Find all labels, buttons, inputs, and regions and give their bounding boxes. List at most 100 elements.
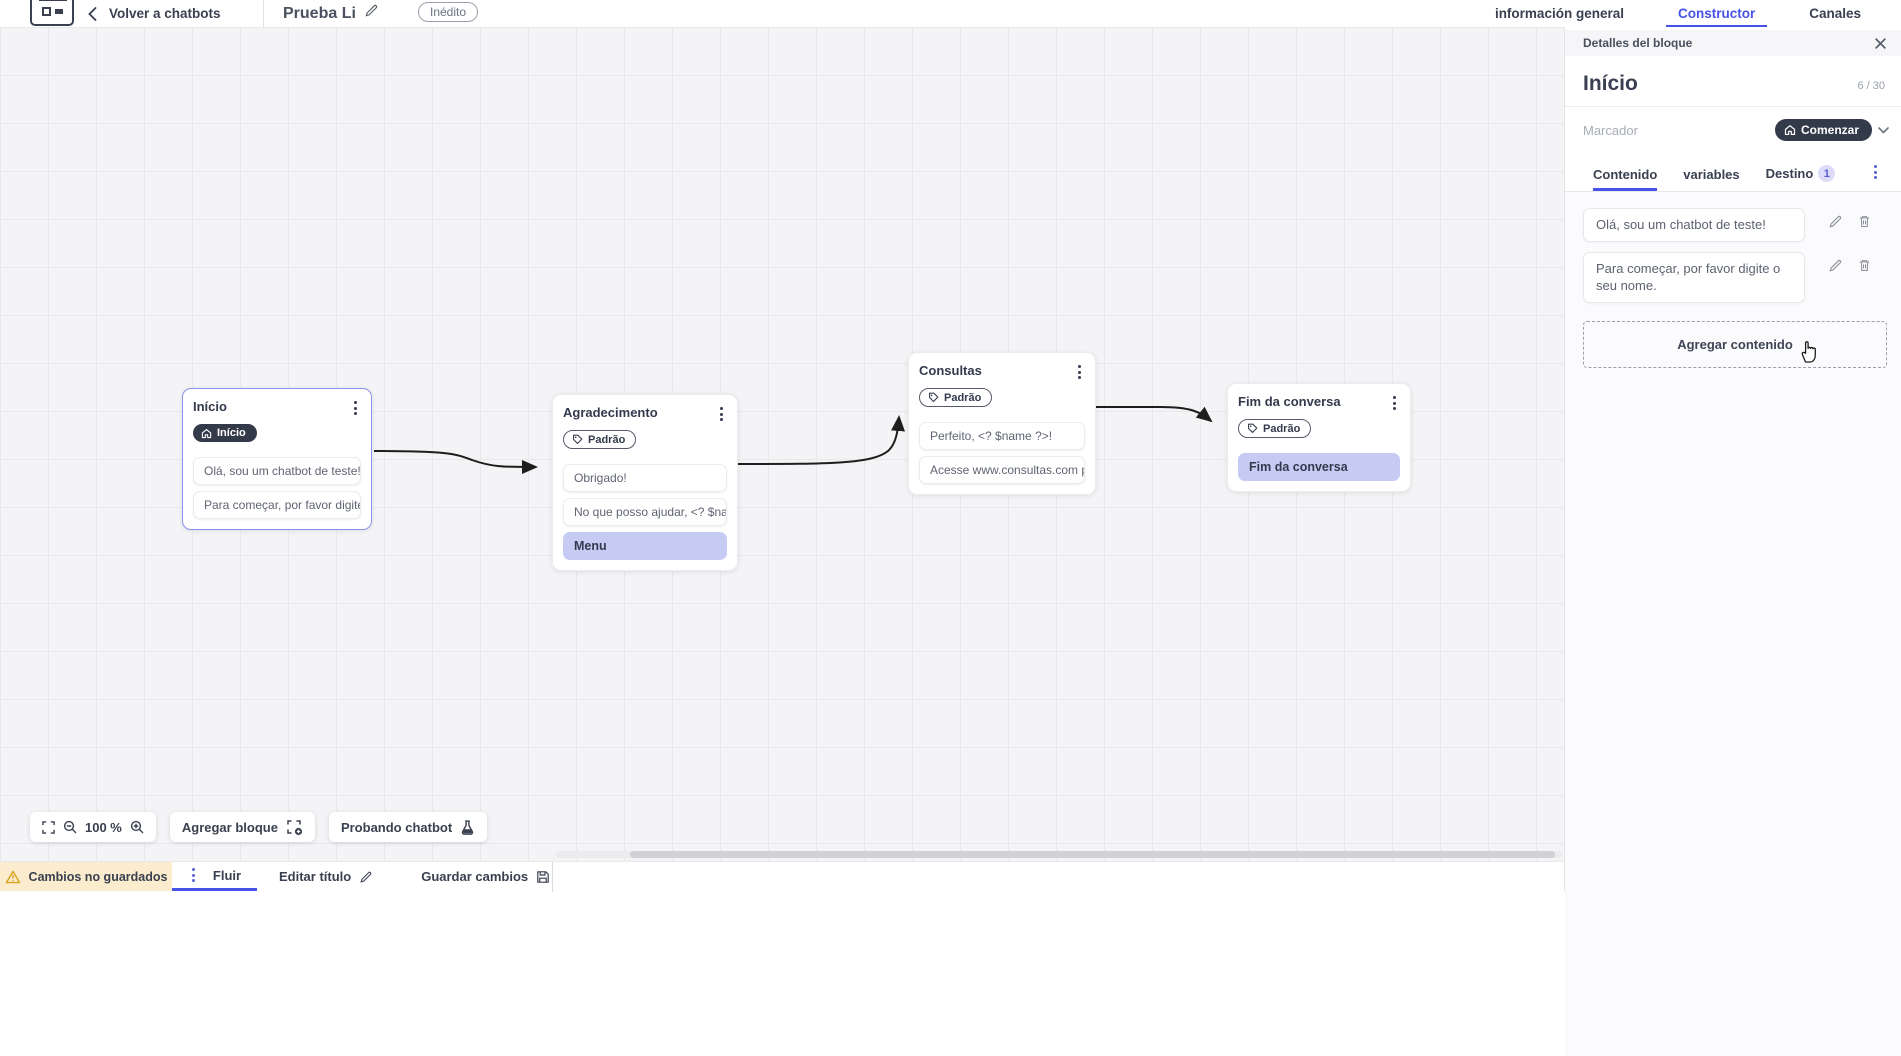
node-menu-button[interactable] <box>716 405 727 423</box>
zoom-out-icon[interactable] <box>63 820 77 834</box>
test-chatbot-label: Probando chatbot <box>340 819 453 835</box>
app-logo <box>30 0 74 26</box>
node-badge-label: Padrão <box>1263 422 1301 435</box>
warning-icon <box>5 870 21 884</box>
tab-constructor[interactable]: Constructor <box>1665 2 1768 27</box>
fullscreen-icon[interactable] <box>42 820 55 834</box>
header-divider <box>263 0 264 27</box>
tag-icon <box>928 392 939 403</box>
panel-content: Olá, sou um chatbot de teste! Para começ… <box>1565 192 1901 1056</box>
node-card-menu[interactable]: Menu <box>563 532 727 560</box>
back-to-chatbots-button[interactable]: Volver a chatbots <box>88 0 221 27</box>
content-item-row: Olá, sou um chatbot de teste! <box>1583 208 1901 243</box>
add-block-button[interactable]: Agregar bloque <box>169 812 315 842</box>
flask-icon <box>460 819 475 835</box>
unsaved-changes-warning: Cambios no guardados <box>0 862 172 891</box>
tab-destino[interactable]: Destino 1 <box>1766 159 1836 191</box>
back-chevron-icon <box>88 6 97 21</box>
add-content-button[interactable]: Agregar contenido <box>1583 320 1887 368</box>
block-details-panel: Detalles del bloque Início 6 / 30 Marcad… <box>1564 27 1901 1056</box>
node-type-badge: Padrão <box>919 388 993 407</box>
node-card[interactable]: Acesse www.consultas.com par... <box>919 456 1085 484</box>
node-card-end[interactable]: Fim da conversa <box>1238 453 1400 481</box>
node-type-badge: Padrão <box>563 430 637 449</box>
flow-menu-button[interactable] <box>188 866 199 884</box>
edit-title-button[interactable]: Editar título <box>275 862 377 891</box>
node-card[interactable]: Perfeito, <? $name ?>! <box>919 422 1085 450</box>
node-title: Fim da conversa <box>1238 394 1341 409</box>
edit-content-pencil-icon[interactable] <box>1828 258 1843 273</box>
edit-title-label: Editar título <box>279 869 352 884</box>
add-block-icon <box>286 819 303 836</box>
node-badge-label: Início <box>217 427 246 439</box>
content-item-row: Para começar, por favor digite o seu nom… <box>1583 252 1901 303</box>
flow-node-fim-da-conversa[interactable]: Fim da conversa Padrão Fim da conversa <box>1227 383 1411 492</box>
flow-node-consultas[interactable]: Consultas Padrão Perfeito, <? $name ?>! … <box>908 352 1096 495</box>
close-icon[interactable] <box>1874 37 1887 50</box>
flow-canvas[interactable]: Início Início Olá, sou um chatbot de tes… <box>0 27 1564 861</box>
content-text-card[interactable]: Para começar, por favor digite o seu nom… <box>1583 252 1805 303</box>
node-card[interactable]: No que posso ajudar, <? $name ... <box>563 498 727 526</box>
node-menu-button[interactable] <box>350 399 361 417</box>
node-card[interactable]: Obrigado! <box>563 464 727 492</box>
node-badge-label: Padrão <box>944 391 982 404</box>
tab-informacion-general[interactable]: información general <box>1494 6 1624 21</box>
edit-title-pencil-icon[interactable] <box>364 3 379 18</box>
tag-icon <box>1247 423 1258 434</box>
tab-fluir[interactable]: Fluir <box>172 862 257 891</box>
content-text-card[interactable]: Olá, sou um chatbot de teste! <box>1583 208 1805 243</box>
horizontal-scrollbar-track[interactable] <box>555 851 1562 858</box>
node-title: Início <box>193 399 227 414</box>
divider <box>1565 106 1901 107</box>
tab-destino-label: Destino <box>1765 166 1814 181</box>
tab-canales[interactable]: Canales <box>1809 6 1861 21</box>
save-changes-button[interactable]: Guardar cambios <box>417 862 554 891</box>
node-badge-label: Padrão <box>588 433 626 446</box>
marker-type-button[interactable]: Comenzar <box>1774 119 1872 141</box>
zoom-level: 100 % <box>85 819 122 835</box>
marker-value: Comenzar <box>1800 123 1859 137</box>
pencil-icon <box>359 870 373 884</box>
save-icon <box>536 870 550 884</box>
page-title: Prueba Li <box>283 4 356 22</box>
flow-node-agradecimento[interactable]: Agradecimento Padrão Obrigado! No que po… <box>552 394 738 571</box>
node-start-badge: Início <box>193 424 257 442</box>
flow-node-inicio[interactable]: Início Início Olá, sou um chatbot de tes… <box>182 388 372 530</box>
zoom-controls: 100 % <box>30 812 156 842</box>
panel-header: Detalles del bloque <box>1565 30 1901 56</box>
save-changes-label: Guardar cambios <box>421 869 529 884</box>
panel-menu-button[interactable] <box>1870 163 1881 181</box>
node-title: Agradecimento <box>563 405 658 420</box>
chevron-down-icon[interactable] <box>1878 126 1889 134</box>
node-menu-button[interactable] <box>1389 394 1400 412</box>
delete-content-trash-icon[interactable] <box>1857 214 1872 229</box>
flow-tab-label: Fluir <box>212 867 242 883</box>
status-bar: Cambios no guardados Fluir Editar título… <box>0 861 1564 892</box>
destino-count-badge: 1 <box>1818 165 1836 182</box>
horizontal-scrollbar-thumb[interactable] <box>630 851 1555 858</box>
tag-icon <box>572 434 583 445</box>
status-badge: Inédito <box>418 2 479 22</box>
block-name[interactable]: Início <box>1583 72 1638 95</box>
flow-edges <box>373 406 1213 474</box>
marker-label: Marcador <box>1583 122 1638 138</box>
node-menu-button[interactable] <box>1074 363 1085 381</box>
header-tabs: información general Constructor Canales <box>1483 0 1873 27</box>
home-icon <box>201 428 212 439</box>
tab-variables[interactable]: variables <box>1683 167 1740 182</box>
node-type-badge: Padrão <box>1238 419 1312 438</box>
add-block-label: Agregar bloque <box>181 819 278 835</box>
footer-divider <box>552 862 553 892</box>
node-title: Consultas <box>919 363 982 378</box>
canvas-toolbar: 100 % Agregar bloque Probando chatbot <box>30 812 488 842</box>
node-card[interactable]: Para começar, por favor digite o ... <box>193 491 361 519</box>
edit-content-pencil-icon[interactable] <box>1828 214 1843 229</box>
test-chatbot-button[interactable]: Probando chatbot <box>328 812 488 842</box>
delete-content-trash-icon[interactable] <box>1857 258 1872 273</box>
home-icon <box>1784 124 1796 136</box>
tab-contenido[interactable]: Contenido <box>1593 161 1658 191</box>
unsaved-changes-label: Cambios no guardados <box>28 869 168 884</box>
node-card[interactable]: Olá, sou um chatbot de teste! <box>193 457 361 485</box>
panel-header-title: Detalles del bloque <box>1583 36 1693 50</box>
zoom-in-icon[interactable] <box>130 820 144 834</box>
